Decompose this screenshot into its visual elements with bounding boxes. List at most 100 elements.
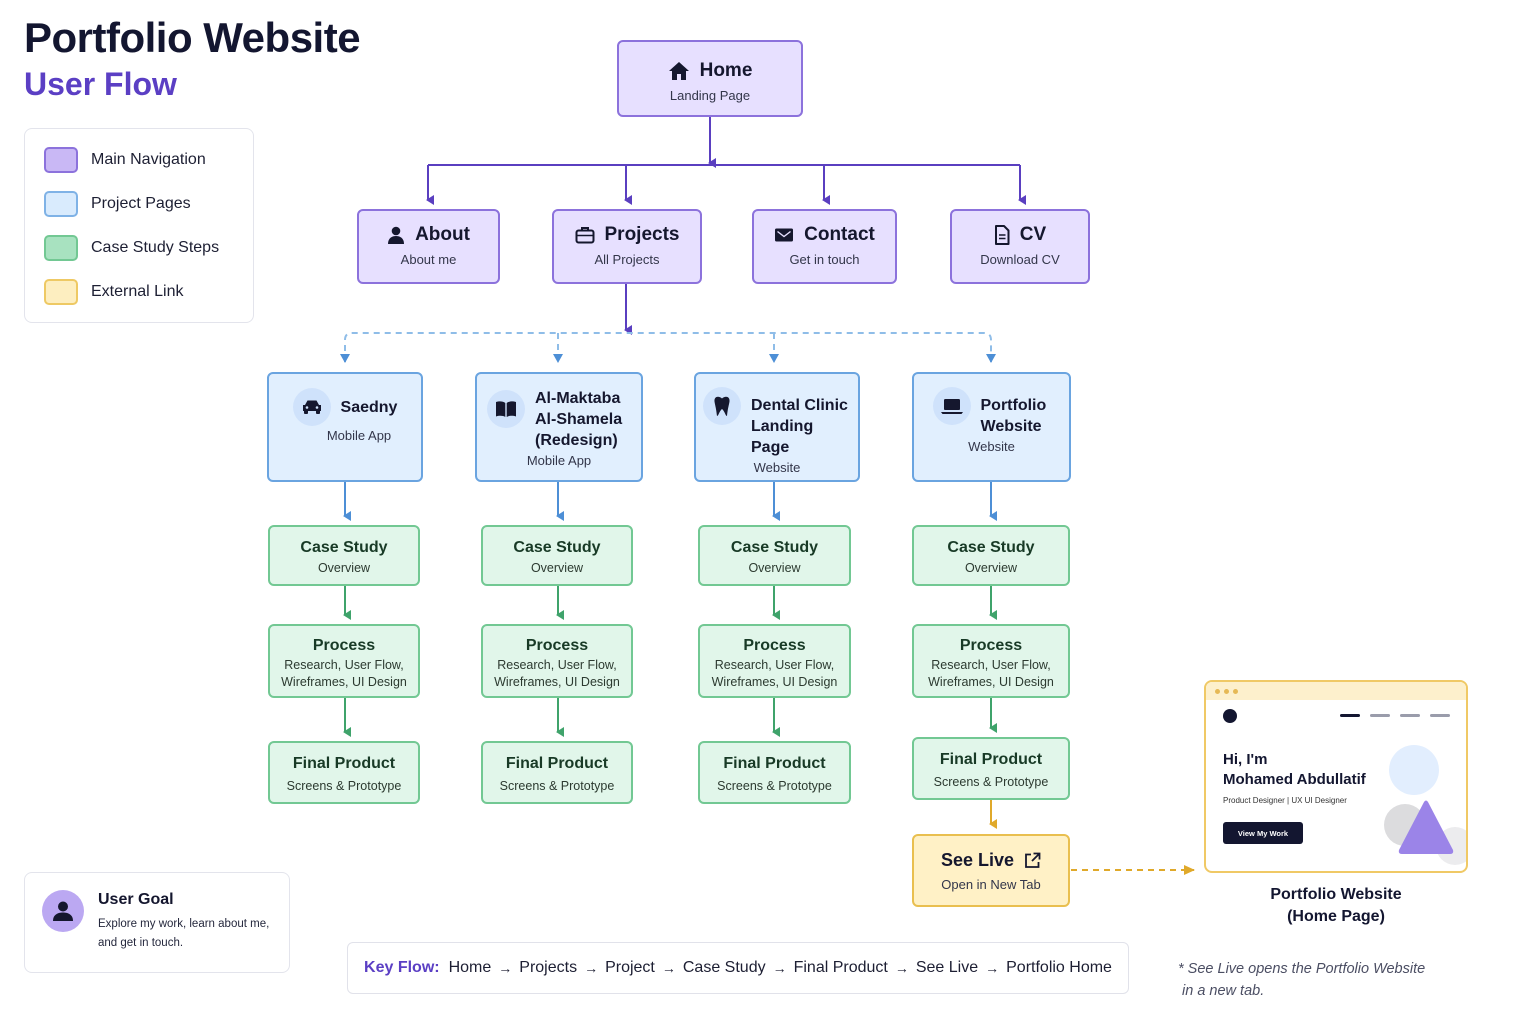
node-about[interactable]: About About me: [357, 209, 500, 284]
node-case-study-title: Case Study: [947, 539, 1035, 556]
window-dot-icon: [1224, 689, 1229, 694]
legend-swatch-project: [44, 191, 78, 217]
preview-browser-bar: [1206, 682, 1466, 700]
node-process-title: Process: [743, 637, 806, 654]
node-final-subtitle: Screens & Prototype: [499, 779, 615, 793]
arrow-right-icon: →: [894, 960, 909, 976]
node-home[interactable]: Home Landing Page: [617, 40, 803, 117]
preview-logo: [1223, 709, 1237, 723]
node-final-title: Final Product: [292, 755, 396, 772]
node-final-product[interactable]: Final Product Screens & Prototype: [698, 741, 851, 804]
node-see-live-title: See Live: [940, 850, 1015, 870]
key-flow-label: Key Flow:: [364, 959, 440, 976]
node-final-title: Final Product: [505, 755, 609, 772]
user-icon: [388, 226, 405, 244]
node-case-study-title: Case Study: [513, 539, 601, 556]
external-link-icon: [1025, 852, 1041, 868]
node-about-title: About: [415, 224, 470, 245]
user-goal-title: User Goal: [98, 891, 174, 908]
legend-label: Project Pages: [91, 195, 191, 212]
preview-name: Mohamed Abdullatif: [1223, 771, 1366, 788]
key-flow-step: Project: [605, 959, 655, 976]
user-avatar-icon: [42, 890, 84, 932]
arrow-right-icon: →: [772, 960, 787, 976]
node-final-subtitle: Screens & Prototype: [717, 779, 832, 793]
node-final-product[interactable]: Final Product Screens & Prototype: [268, 741, 420, 804]
node-final-product[interactable]: Final Product Screens & Prototype: [912, 737, 1070, 800]
node-cv[interactable]: CV Download CV: [950, 209, 1090, 284]
node-project-type: Mobile App: [526, 453, 592, 468]
arrow-right-icon: →: [661, 960, 676, 976]
home-icon: [668, 62, 689, 80]
node-cv-subtitle: Download CV: [980, 252, 1060, 267]
node-process-subtitle: Research, User Flow, Wireframes, UI Desi…: [711, 658, 838, 689]
user-goal-text: Explore my work, learn about me, and get…: [98, 918, 270, 949]
node-final-product[interactable]: Final Product Screens & Prototype: [481, 741, 633, 804]
arrow-right-icon: →: [985, 960, 1000, 976]
preview-nav-item: [1340, 714, 1360, 717]
node-contact-title: Contact: [804, 224, 875, 245]
key-flow-step: Case Study: [682, 959, 766, 976]
car-icon: [292, 388, 331, 426]
node-case-study[interactable]: Case Study Overview: [268, 525, 420, 586]
legend-item-external: External Link: [44, 279, 184, 305]
node-project-maktaba[interactable]: Al-Maktaba Al-Shamela (Redesign) Mobile …: [475, 372, 643, 482]
node-case-study[interactable]: Case Study Overview: [698, 525, 851, 586]
node-project-dental[interactable]: Dental Clinic Landing Page Website: [694, 372, 860, 482]
preview-nav-item: [1370, 714, 1390, 717]
preview-caption-line: (Home Page): [1287, 908, 1385, 925]
node-case-study-title: Case Study: [730, 539, 819, 556]
laptop-icon: [932, 387, 971, 425]
legend-label: Main Navigation: [91, 151, 206, 168]
page-subtitle: User Flow: [24, 66, 177, 102]
page-title: Portfolio Website: [24, 14, 361, 61]
node-project-portfolio[interactable]: Portfolio Website Website: [912, 372, 1071, 482]
node-project-type: Mobile App: [326, 428, 392, 443]
footnote: * See Live opens the Portfolio Website i…: [1178, 958, 1425, 1002]
edge-projects-bus: [344, 332, 992, 362]
node-projects-title: Projects: [604, 224, 680, 245]
node-about-subtitle: About me: [400, 252, 457, 267]
node-home-subtitle: Landing Page: [669, 88, 751, 103]
portfolio-preview[interactable]: Hi, I'm Mohamed Abdullatif Product Desig…: [1204, 680, 1468, 873]
node-case-study-subtitle: Overview: [317, 561, 371, 575]
node-see-live-subtitle: Open in New Tab: [941, 877, 1041, 892]
legend-swatch-case-study: [44, 235, 78, 261]
node-case-study[interactable]: Case Study Overview: [481, 525, 633, 586]
preview-decor-circle: [1389, 745, 1439, 795]
user-goal-card: User Goal Explore my work, learn about m…: [24, 872, 290, 973]
node-case-study[interactable]: Case Study Overview: [912, 525, 1070, 586]
node-project-saedny[interactable]: Saedny Mobile App: [267, 372, 423, 482]
key-flow-bar: Key Flow: Home → Projects → Project → Ca…: [347, 942, 1129, 994]
node-project-type: Website: [968, 439, 1015, 454]
preview-caption: Portfolio Website (Home Page): [1230, 884, 1442, 928]
node-process[interactable]: Process Research, User Flow, Wireframes,…: [268, 624, 420, 698]
node-projects[interactable]: Projects All Projects: [552, 209, 702, 284]
key-flow-step: Projects: [519, 959, 578, 976]
preview-view-work-button[interactable]: View My Work: [1223, 822, 1303, 844]
node-process[interactable]: Process Research, User Flow, Wireframes,…: [912, 624, 1070, 698]
preview-triangle-shape: [1398, 800, 1454, 854]
preview-caption-line: Portfolio Website: [1270, 886, 1402, 903]
tooth-icon: [703, 387, 741, 425]
node-case-study-subtitle: Overview: [748, 561, 801, 575]
node-process[interactable]: Process Research, User Flow, Wireframes,…: [698, 624, 851, 698]
arrow-right-icon: →: [498, 960, 513, 976]
footnote-line: * See Live opens the Portfolio Website: [1178, 961, 1426, 977]
legend-swatch-main: [44, 147, 78, 173]
legend: Main Navigation Project Pages Case Study…: [24, 128, 254, 323]
node-project-title: Saedny: [340, 398, 398, 416]
node-contact[interactable]: Contact Get in touch: [752, 209, 897, 284]
footnote-line: in a new tab.: [1182, 983, 1265, 999]
node-see-live[interactable]: See Live Open in New Tab: [912, 834, 1070, 907]
node-process[interactable]: Process Research, User Flow, Wireframes,…: [481, 624, 633, 698]
node-case-study-subtitle: Overview: [964, 561, 1018, 575]
node-projects-subtitle: All Projects: [594, 252, 660, 267]
legend-item-case-study: Case Study Steps: [44, 235, 219, 261]
node-final-subtitle: Screens & Prototype: [286, 779, 402, 793]
window-dot-icon: [1233, 689, 1238, 694]
node-home-title: Home: [699, 60, 753, 81]
briefcase-icon: [575, 227, 594, 244]
key-flow-step: Home: [448, 959, 492, 976]
window-dot-icon: [1215, 689, 1220, 694]
